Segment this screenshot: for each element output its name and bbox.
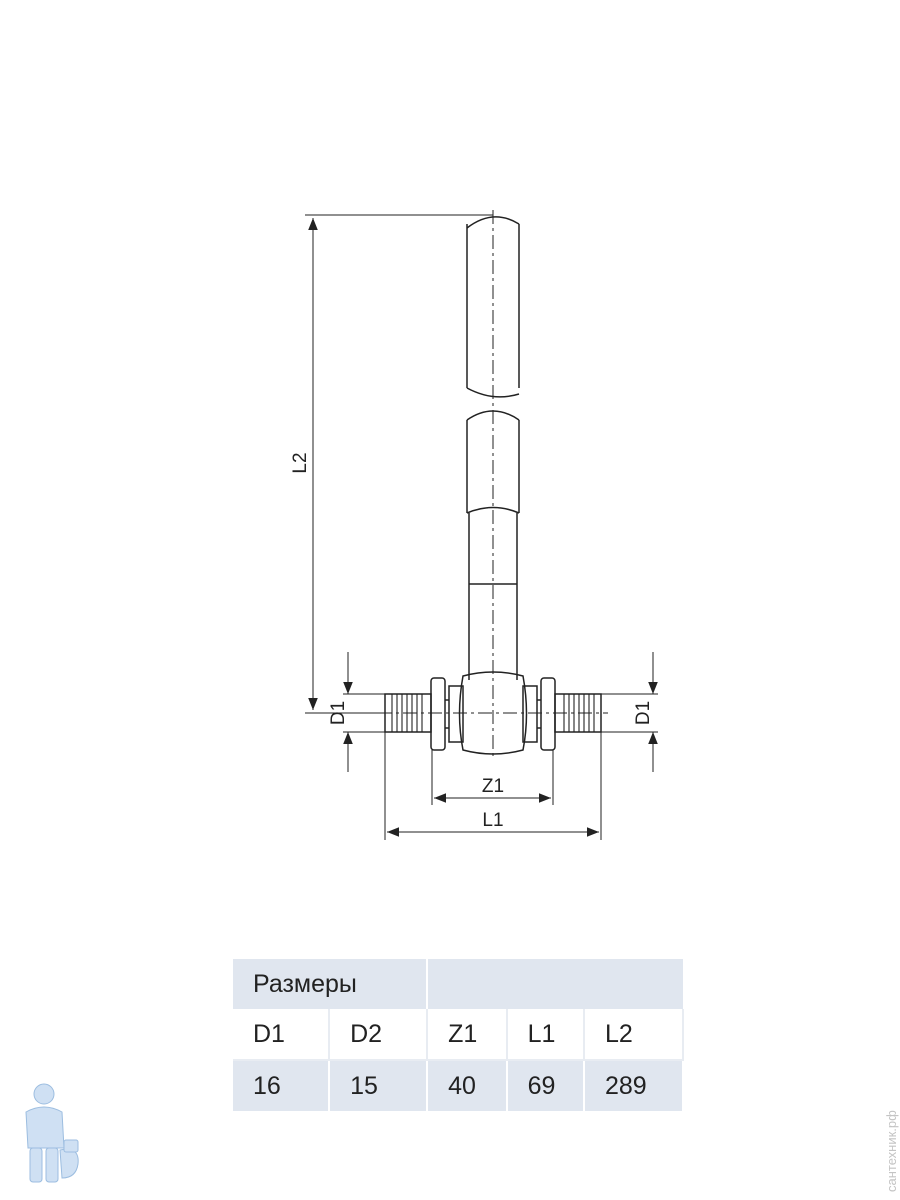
header-d1: D1 <box>233 1009 331 1061</box>
label-d1-left: D1 <box>328 701 349 725</box>
center-lines <box>378 210 608 760</box>
right-collar <box>522 685 538 743</box>
fitting-technical-drawing: L2 D1 D1 Z1 L1 <box>290 210 658 840</box>
table-title-row: Размеры <box>233 959 683 1009</box>
value-z1: 40 <box>427 1060 508 1111</box>
value-l1: 69 <box>506 1060 585 1111</box>
header-l1: L1 <box>506 1009 585 1061</box>
label-l1: L1 <box>482 810 503 831</box>
label-l2: L2 <box>290 452 311 473</box>
plumber-mascot-icon <box>25 1083 79 1183</box>
table-title: Размеры <box>233 959 429 1009</box>
left-collar <box>448 685 464 743</box>
header-d2: D2 <box>329 1009 429 1061</box>
label-z1: Z1 <box>482 776 504 797</box>
label-d1-right: D1 <box>633 701 654 725</box>
table-header-row: D1 D2 Z1 L1 L2 <box>233 1009 685 1061</box>
right-flange <box>540 677 556 751</box>
dimension-lines <box>305 214 658 840</box>
value-d1: 16 <box>233 1060 331 1111</box>
header-z1: Z1 <box>427 1009 508 1061</box>
left-flange <box>430 677 446 751</box>
site-watermark: сантехник.рф <box>884 1110 899 1192</box>
table-values-row: 16 15 40 69 289 <box>233 1060 685 1111</box>
table-title-spacer <box>427 959 683 1009</box>
value-d2: 15 <box>329 1060 429 1111</box>
tee-body <box>458 671 528 755</box>
value-l2: 289 <box>583 1060 685 1111</box>
header-l2: L2 <box>583 1009 685 1061</box>
dimensions-table: Размеры D1 D2 Z1 L1 L2 16 15 40 69 289 <box>233 959 685 1111</box>
